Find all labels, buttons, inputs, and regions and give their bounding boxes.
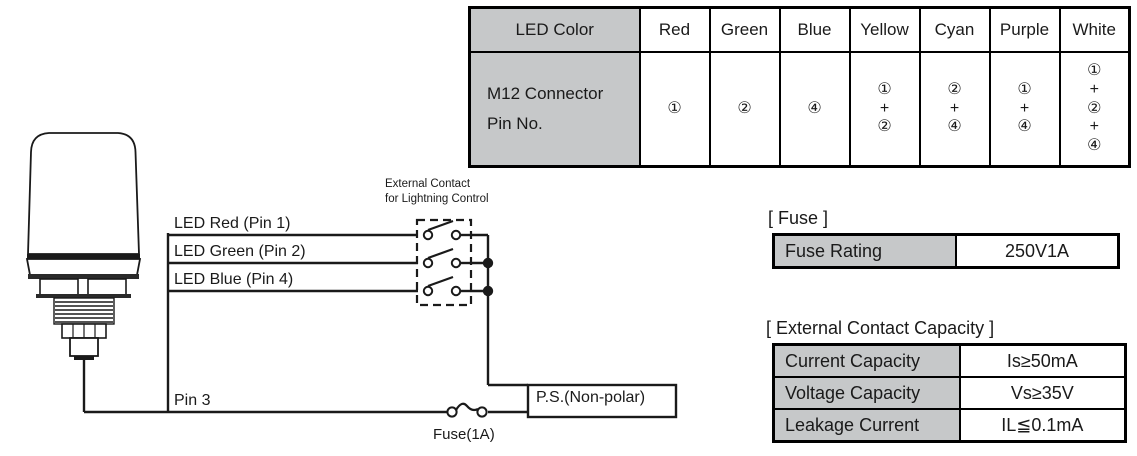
m12-connector-row-label: M12 Connector Pin No. xyxy=(468,51,641,168)
pin-number: ① xyxy=(667,99,682,117)
external-contact-label-line1: External Contact xyxy=(385,178,471,190)
led-color-header-blue: Blue xyxy=(778,6,851,53)
beacon-flange xyxy=(28,274,139,279)
pin-stack-green: ② xyxy=(711,100,779,119)
led-color-header-row: LED Color Red Green Blue Yellow Cyan Pur… xyxy=(468,6,1131,53)
pin-cell-blue: ④ xyxy=(778,51,851,168)
pin-plus-symbol: + xyxy=(949,99,960,117)
pin-number: ④ xyxy=(947,118,962,136)
wire-label-led-red: LED Red (Pin 1) xyxy=(174,215,291,232)
wire-label-led-green: LED Green (Pin 2) xyxy=(174,243,306,260)
leakage-current-key: Leakage Current xyxy=(772,408,961,443)
wire-label-pin3: Pin 3 xyxy=(174,392,211,409)
led-color-header-label: LED Color xyxy=(468,6,641,53)
table-row: Current Capacity Is≥50mA xyxy=(772,343,1127,378)
external-contact-label-line2: for Lightning Control xyxy=(385,192,489,205)
m12-connector-label-line1: M12 Connector xyxy=(487,84,604,104)
beacon-dome xyxy=(27,132,140,255)
pin-number: ② xyxy=(1087,99,1102,117)
beacon-bracket-left xyxy=(39,278,79,296)
pin-cell-red: ① xyxy=(638,51,711,168)
pin-number: ① xyxy=(1087,61,1102,79)
pin-stack-yellow: ①+② xyxy=(851,81,919,138)
pin-stack-purple: ①+④ xyxy=(991,81,1059,138)
pin-number: ① xyxy=(1017,80,1032,98)
wiring-diagram xyxy=(25,132,678,419)
external-contact-label: External Contact for Lightning Control xyxy=(385,177,489,206)
pin-number: ② xyxy=(737,99,752,117)
pin-number: ④ xyxy=(1087,137,1102,155)
external-contact-capacity-title: [ External Contact Capacity ] xyxy=(766,318,995,338)
pin-cell-yellow: ①+② xyxy=(848,51,921,168)
pin-number: ④ xyxy=(1017,118,1032,136)
external-contact-block xyxy=(415,218,473,307)
led-color-pin-table: LED Color Red Green Blue Yellow Cyan Pur… xyxy=(468,6,1131,168)
beacon-band xyxy=(27,254,140,259)
fuse-rating-key: Fuse Rating xyxy=(772,233,957,269)
beacon-m12-connector xyxy=(69,337,99,357)
led-color-header-green: Green xyxy=(708,6,781,53)
beacon-nut-facets xyxy=(72,324,96,338)
voltage-capacity-value: Vs≥35V xyxy=(958,376,1127,410)
beacon-bracket-base xyxy=(36,294,131,298)
led-color-header-red: Red xyxy=(638,6,711,53)
voltage-capacity-key: Voltage Capacity xyxy=(772,376,961,410)
switch-led-red[interactable] xyxy=(422,219,470,241)
pin-plus-symbol: + xyxy=(1089,80,1099,98)
fuse-rating-table: Fuse Rating 250V1A xyxy=(772,233,1120,269)
beacon-thread-lines xyxy=(55,301,113,323)
pin-number: ② xyxy=(947,80,962,98)
current-capacity-value: Is≥50mA xyxy=(958,343,1127,378)
led-color-header-cyan: Cyan xyxy=(918,6,991,53)
circuit-wires xyxy=(82,233,528,414)
fuse-symbol xyxy=(446,402,488,418)
switch-led-blue[interactable] xyxy=(422,275,470,297)
wire-label-led-blue: LED Blue (Pin 4) xyxy=(174,271,294,288)
pin-cell-white: ①+②+④ xyxy=(1058,51,1131,168)
leakage-current-value: IL≦0.1mA xyxy=(958,408,1127,443)
pin-plus-symbol: + xyxy=(1089,118,1099,136)
pin-cell-cyan: ②+④ xyxy=(918,51,991,168)
fuse-section-title: [ Fuse ] xyxy=(768,208,829,228)
pin-stack-cyan: ②+④ xyxy=(921,81,989,138)
table-row: Fuse Rating 250V1A xyxy=(772,233,1120,269)
pin-number: ④ xyxy=(807,99,822,117)
table-row: Voltage Capacity Vs≥35V xyxy=(772,376,1127,410)
pin-number: ① xyxy=(877,80,892,98)
wire-label-fuse: Fuse(1A) xyxy=(433,426,495,443)
table-row: Leakage Current IL≦0.1mA xyxy=(772,408,1127,443)
led-color-header-purple: Purple xyxy=(988,6,1061,53)
pin-stack-blue: ④ xyxy=(781,100,849,119)
external-contact-capacity-table: Current Capacity Is≥50mA Voltage Capacit… xyxy=(772,343,1127,443)
led-color-header-yellow: Yellow xyxy=(848,6,921,53)
pin-number: ② xyxy=(877,118,892,136)
current-capacity-key: Current Capacity xyxy=(772,343,961,378)
pin-cell-purple: ①+④ xyxy=(988,51,1061,168)
m12-pin-row: M12 Connector Pin No. ① ② ④ ①+② ②+④ xyxy=(468,51,1131,168)
pin-cell-green: ② xyxy=(708,51,781,168)
circuit-junction-dots xyxy=(482,257,494,297)
pin-stack-white: ①+②+④ xyxy=(1061,62,1129,156)
m12-connector-label-line2: Pin No. xyxy=(487,114,543,133)
led-color-header-white: White xyxy=(1058,6,1131,53)
power-supply-label: P.S.(Non-polar) xyxy=(536,389,646,406)
beacon-bracket-right xyxy=(87,278,127,296)
beacon-housing xyxy=(25,258,142,276)
external-contact-dashed-box xyxy=(415,218,473,307)
switch-led-green[interactable] xyxy=(422,247,470,269)
pin-plus-symbol: + xyxy=(1019,99,1030,117)
power-supply-box xyxy=(526,383,678,419)
pin-plus-symbol: + xyxy=(879,99,890,117)
junction-dot-green xyxy=(482,257,494,269)
beacon-light-illustration xyxy=(25,132,142,360)
junction-dot-blue xyxy=(482,285,494,297)
fuse-rating-value: 250V1A xyxy=(955,233,1120,269)
pin-stack-red: ① xyxy=(641,100,709,119)
